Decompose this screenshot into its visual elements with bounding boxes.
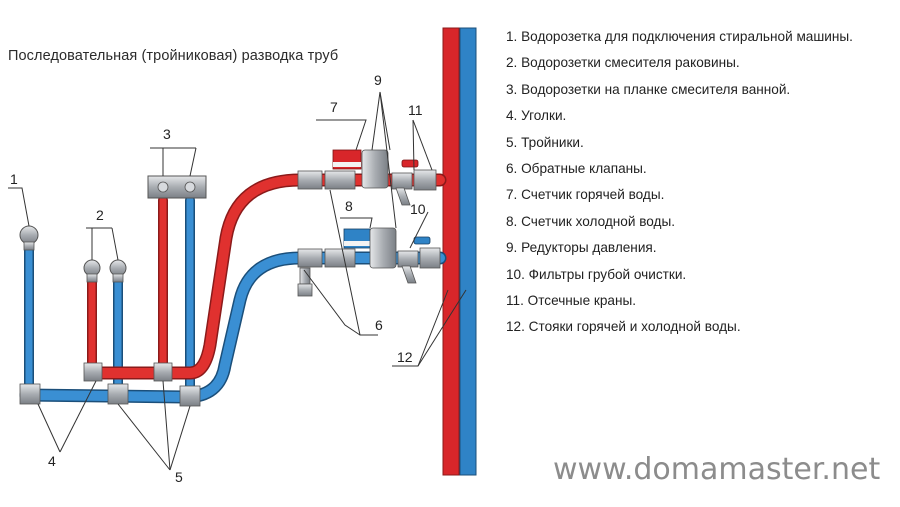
tee-cold-1 <box>107 383 129 405</box>
callout-8: 8 <box>345 198 353 214</box>
fittings <box>19 362 201 407</box>
hot-pressure-reducer <box>361 149 389 189</box>
callout-1: 1 <box>10 171 18 187</box>
diagram-title: Последовательная (тройниковая) разводка … <box>8 48 339 64</box>
legend-item: 3. Водорозетки на планке смесителя ванно… <box>506 81 791 97</box>
tee-hot-1 <box>153 362 173 382</box>
callout-9: 9 <box>374 72 382 88</box>
cold-line-fittings <box>297 227 441 297</box>
corner-hot <box>83 362 103 382</box>
callout-6: 6 <box>375 317 383 333</box>
callout-4: 4 <box>48 453 56 469</box>
legend-item: 2. Водорозетки смесителя раковины. <box>506 55 740 71</box>
corner-cold <box>19 383 41 405</box>
hot-riser <box>442 27 460 476</box>
hot-filter <box>391 172 413 190</box>
callout-10: 10 <box>410 201 426 217</box>
legend-item: 7. Счетчик горячей воды. <box>506 187 665 203</box>
callout-12: 12 <box>397 349 413 365</box>
cold-shutoff-valve <box>419 247 441 269</box>
legend-item: 10. Фильтры грубой очистки. <box>506 266 687 282</box>
legend-item: 11. Отсечные краны. <box>506 293 637 309</box>
risers <box>442 27 477 476</box>
callout-labels: 1 2 3 4 5 6 7 8 9 10 11 12 <box>10 72 426 485</box>
cold-filter <box>397 250 419 268</box>
legend-item: 6. Обратные клапаны. <box>506 161 647 177</box>
legend-item: 12. Стояки горячей и холодной воды. <box>506 319 741 335</box>
callout-11: 11 <box>408 102 423 118</box>
website-watermark: www.domamaster.net <box>553 452 881 487</box>
cold-pipe-run <box>19 195 447 404</box>
hot-pipe-run <box>85 173 447 380</box>
legend-item: 9. Редукторы давления. <box>506 240 657 256</box>
washing-machine-outlet <box>19 225 39 251</box>
legend-item: 8. Счетчик холодной воды. <box>506 213 676 229</box>
legend-item: 5. Тройники. <box>506 134 584 150</box>
legend-item: 4. Уголки. <box>506 108 567 124</box>
callout-2: 2 <box>96 207 104 223</box>
callout-3: 3 <box>163 126 171 142</box>
legend-list: 1. Водорозетка для подключения стирально… <box>506 24 853 341</box>
sink-outlets <box>83 259 127 283</box>
leader-lines <box>8 91 467 471</box>
callout-7: 7 <box>330 99 338 115</box>
cold-pressure-reducer <box>369 227 397 269</box>
callout-5: 5 <box>175 469 183 485</box>
hot-main-pipe <box>85 173 447 380</box>
hot-shutoff-valve <box>413 169 437 191</box>
hot-check-valve <box>297 170 323 190</box>
hot-line-fittings <box>297 149 437 206</box>
bath-mixer-plate <box>147 175 207 199</box>
cold-check-valve <box>297 248 323 268</box>
cold-riser <box>459 27 477 476</box>
legend-item: 1. Водорозетка для подключения стирально… <box>506 29 853 44</box>
tee-cold-2 <box>179 385 201 407</box>
